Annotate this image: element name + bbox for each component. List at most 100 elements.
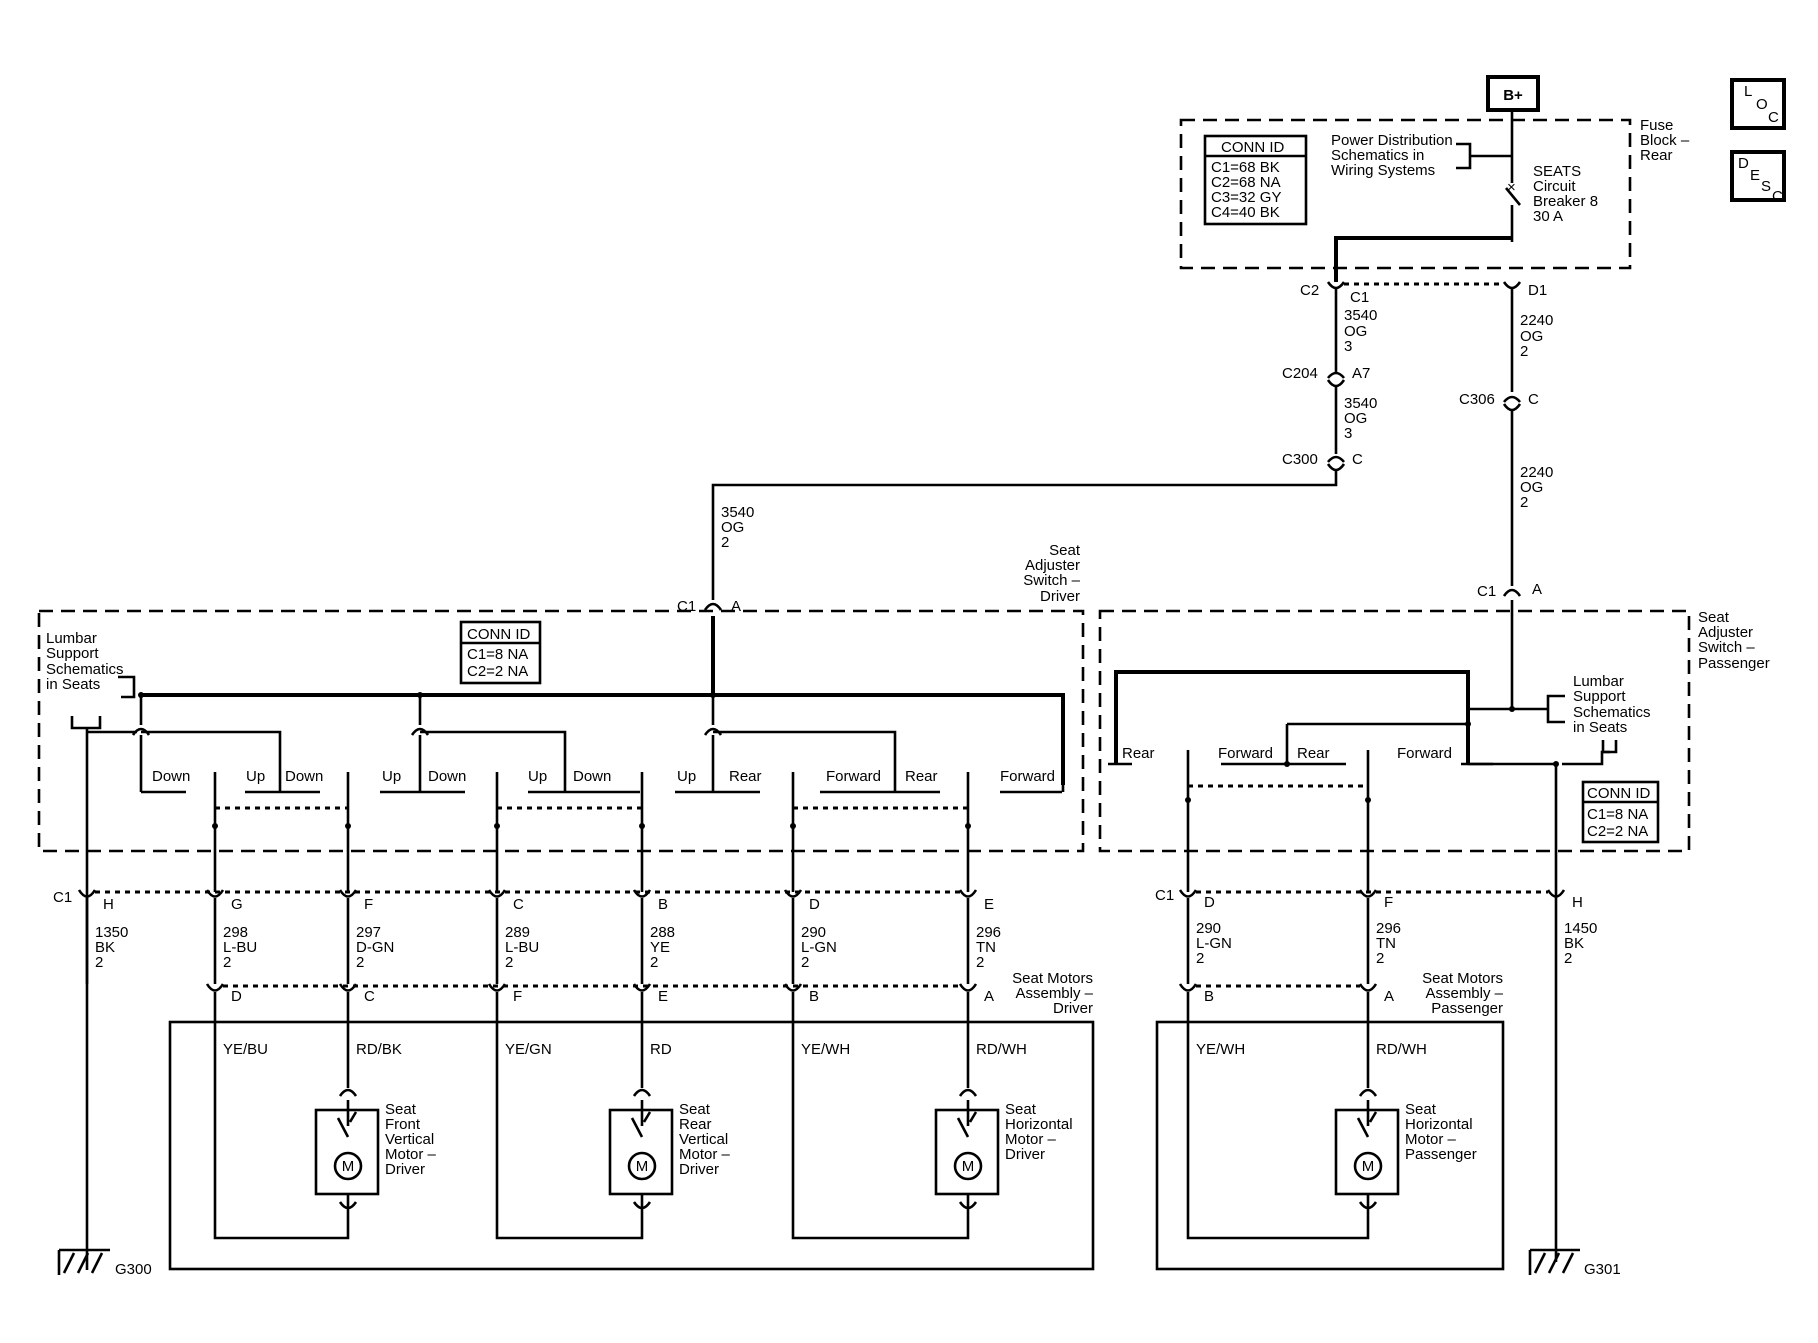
power-distribution-ref[interactable]: Power Distribution Schematics in Wiring …: [1331, 132, 1512, 179]
driver-switch-input-connector: C1 A: [677, 598, 741, 615]
svg-text:D: D: [809, 896, 820, 913]
svg-text:G: G: [231, 896, 243, 913]
fuse-conn-id-table: CONN ID C1=68 BK C2=68 NA C3=32 GY C4=40…: [1203, 134, 1308, 226]
svg-text:E: E: [984, 896, 994, 913]
svg-text:3: 3: [1344, 338, 1352, 355]
passenger-lumbar-ref[interactable]: Lumbar Support Schematics in Seats: [1512, 673, 1651, 754]
svg-text:L-BU: L-BU: [223, 939, 257, 956]
svg-text:OG: OG: [1520, 479, 1543, 496]
svg-text:Motor –: Motor –: [1005, 1131, 1057, 1148]
svg-text:Rear: Rear: [1122, 745, 1155, 762]
svg-text:Front: Front: [385, 1116, 421, 1133]
svg-text:OG: OG: [1344, 323, 1367, 340]
svg-text:Passenger: Passenger: [1431, 1000, 1503, 1017]
svg-text:Motor –: Motor –: [1405, 1131, 1457, 1148]
svg-text:Rear: Rear: [729, 768, 762, 785]
svg-text:Seat: Seat: [1698, 609, 1730, 626]
svg-text:Forward: Forward: [826, 768, 881, 785]
right-feed-wire: 2240 OG 2 C306 C 2240 OG 2: [1459, 288, 1553, 586]
fuse-bus-bar: [1334, 236, 1512, 282]
svg-text:Driver: Driver: [1005, 1146, 1045, 1163]
svg-text:289: 289: [505, 924, 530, 941]
svg-text:Lumbar: Lumbar: [1573, 673, 1624, 690]
svg-text:2: 2: [1520, 343, 1528, 360]
svg-text:Rear: Rear: [1297, 745, 1330, 762]
svg-text:Lumbar: Lumbar: [46, 630, 97, 647]
battery-label: B+: [1503, 87, 1523, 104]
svg-text:Driver: Driver: [679, 1161, 719, 1178]
svg-text:2: 2: [721, 534, 729, 551]
svg-text:Up: Up: [677, 768, 696, 785]
svg-text:C2=2 NA: C2=2 NA: [467, 663, 528, 680]
loc-button[interactable]: L O C: [1730, 78, 1786, 130]
svg-text:Driver: Driver: [1040, 588, 1080, 605]
desc-button[interactable]: D E S C: [1730, 150, 1786, 205]
svg-text:Fuse: Fuse: [1640, 117, 1673, 134]
svg-text:RD/BK: RD/BK: [356, 1041, 402, 1058]
svg-text:C2=2 NA: C2=2 NA: [1587, 823, 1648, 840]
svg-text:C1=8 NA: C1=8 NA: [1587, 806, 1648, 823]
svg-text:Assembly –: Assembly –: [1015, 985, 1093, 1002]
svg-text:Power Distribution: Power Distribution: [1331, 132, 1453, 149]
svg-text:G301: G301: [1584, 1261, 1621, 1278]
svg-text:E: E: [1750, 167, 1760, 184]
svg-text:2: 2: [976, 954, 984, 971]
passenger-switch-input-connector: C1 A: [1477, 581, 1542, 600]
svg-text:B: B: [1204, 988, 1214, 1005]
svg-text:3: 3: [1344, 425, 1352, 442]
svg-text:2240: 2240: [1520, 312, 1553, 329]
svg-text:M: M: [636, 1158, 649, 1175]
svg-text:C2: C2: [1300, 282, 1319, 299]
svg-text:D: D: [1738, 155, 1749, 172]
svg-text:CONN ID: CONN ID: [1587, 785, 1651, 802]
svg-text:Passenger: Passenger: [1405, 1146, 1477, 1163]
svg-text:Driver: Driver: [1053, 1000, 1093, 1017]
svg-text:2240: 2240: [1520, 464, 1553, 481]
svg-text:2: 2: [1520, 494, 1528, 511]
svg-text:L-GN: L-GN: [1196, 935, 1232, 952]
svg-text:296: 296: [1376, 920, 1401, 937]
passenger-switch-box: Seat Adjuster Switch – Passenger: [1098, 609, 1770, 853]
svg-text:C: C: [1772, 188, 1783, 205]
svg-text:CONN ID: CONN ID: [467, 626, 531, 643]
svg-text:Block –: Block –: [1640, 132, 1690, 149]
svg-text:Down: Down: [573, 768, 611, 785]
svg-text:YE: YE: [650, 939, 670, 956]
svg-text:C306: C306: [1459, 391, 1495, 408]
svg-text:Seat: Seat: [1005, 1101, 1037, 1118]
svg-text:Seat: Seat: [679, 1101, 711, 1118]
svg-text:2: 2: [1564, 950, 1572, 967]
svg-text:C1=8 NA: C1=8 NA: [467, 646, 528, 663]
svg-text:Adjuster: Adjuster: [1025, 557, 1080, 574]
svg-text:C1: C1: [677, 598, 696, 615]
svg-text:297: 297: [356, 924, 381, 941]
svg-text:Seat Motors: Seat Motors: [1012, 970, 1093, 987]
svg-text:C3=32 GY: C3=32 GY: [1211, 189, 1281, 206]
svg-text:2: 2: [505, 954, 513, 971]
svg-text:RD/WH: RD/WH: [1376, 1041, 1427, 1058]
svg-text:L-BU: L-BU: [505, 939, 539, 956]
passenger-motors-assembly: Seat Motors Assembly – Passenger: [1155, 970, 1505, 1271]
driver-lumbar-ref[interactable]: Lumbar Support Schematics in Seats: [46, 630, 136, 730]
passenger-switch-positions: Rear Forward Rear Forward: [1122, 745, 1452, 762]
svg-text:in Seats: in Seats: [46, 676, 100, 693]
svg-text:Seat: Seat: [385, 1101, 417, 1118]
svg-text:in Seats: in Seats: [1573, 719, 1627, 736]
svg-text:Wiring Systems: Wiring Systems: [1331, 162, 1435, 179]
svg-text:OG: OG: [1520, 328, 1543, 345]
svg-text:290: 290: [1196, 920, 1221, 937]
ground-g300: G300: [57, 1248, 152, 1278]
svg-text:TN: TN: [976, 939, 996, 956]
svg-text:Schematics: Schematics: [1573, 704, 1651, 721]
svg-text:288: 288: [650, 924, 675, 941]
svg-text:O: O: [1756, 96, 1768, 113]
fuse-connector-c2-c1: C2 C1: [1300, 281, 1504, 306]
svg-text:OG: OG: [721, 519, 744, 536]
svg-text:D-GN: D-GN: [356, 939, 394, 956]
